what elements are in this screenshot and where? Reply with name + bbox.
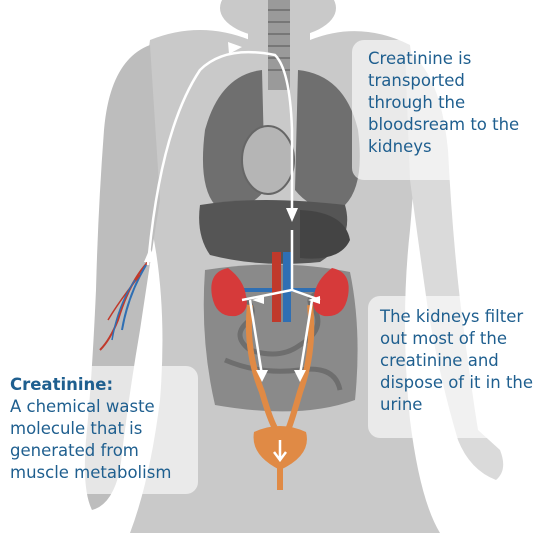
definition-text: A chemical waste molecule that is genera…	[10, 397, 171, 482]
transport-callout: Creatinine is transported through the bl…	[368, 48, 533, 158]
aorta	[272, 252, 281, 322]
urethra	[277, 468, 283, 490]
transport-text: Creatinine is transported through the bl…	[368, 49, 519, 156]
filter-callout: The kidneys filter out most of the creat…	[380, 306, 538, 416]
definition-callout: Creatinine: A chemical waste molecule th…	[10, 374, 200, 484]
definition-term: Creatinine:	[10, 374, 200, 396]
filter-text: The kidneys filter out most of the creat…	[380, 307, 533, 414]
vena-cava	[283, 252, 291, 322]
heart	[242, 126, 294, 194]
